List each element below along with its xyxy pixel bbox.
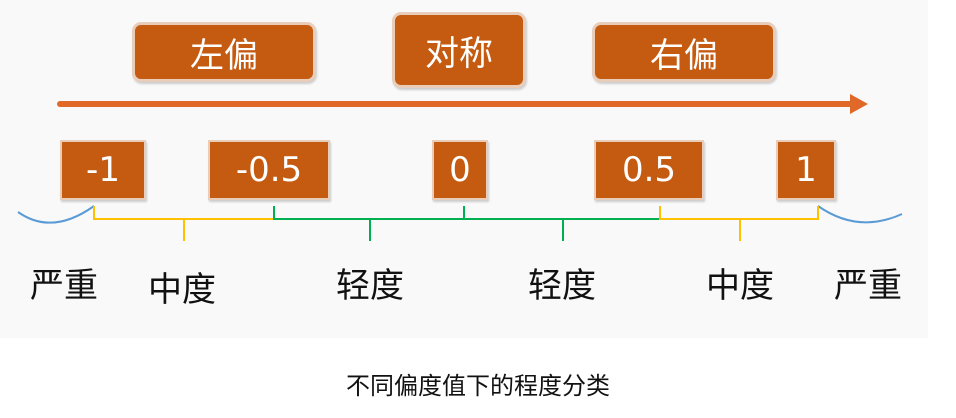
degree-label-severe-right: 严重 [834, 266, 902, 306]
moderate-left-bracket [93, 206, 275, 241]
value-box-zero: 0 [432, 140, 488, 200]
degree-label-moderate-left: 中度 [148, 270, 216, 310]
value-neg-half: -0.5 [235, 150, 303, 190]
value-box-neg-half: -0.5 [208, 140, 330, 200]
symmetric-box: 对称 [392, 12, 526, 88]
value-box-pos-one: 1 [776, 140, 836, 200]
degree-label-mild-right: 轻度 [528, 266, 596, 306]
right-skew-box: 右偏 [592, 22, 776, 82]
right-skew-label: 右偏 [650, 35, 718, 76]
value-zero: 0 [449, 150, 471, 190]
axis-arrow-head [850, 94, 868, 114]
severe-left-curve [17, 205, 95, 224]
symmetric-label: 对称 [425, 33, 493, 74]
value-box-pos-half: 0.5 [594, 140, 704, 200]
degree-label-mild-left: 轻度 [336, 266, 404, 306]
mild-left-bracket [273, 206, 465, 241]
degree-label-moderate-right: 中度 [706, 266, 774, 306]
moderate-right-bracket [659, 206, 819, 241]
left-skew-box: 左偏 [132, 22, 316, 82]
left-skew-label: 左偏 [190, 35, 258, 76]
severe-right-curve [817, 205, 903, 224]
degree-label-severe-left: 严重 [30, 266, 98, 306]
value-pos-half: 0.5 [621, 150, 677, 190]
value-neg-one: -1 [86, 150, 120, 190]
value-box-neg-one: -1 [60, 140, 146, 200]
value-pos-one: 1 [795, 150, 817, 190]
figure-caption: 不同偏度值下的程度分类 [346, 372, 610, 400]
mild-right-bracket [464, 206, 661, 241]
